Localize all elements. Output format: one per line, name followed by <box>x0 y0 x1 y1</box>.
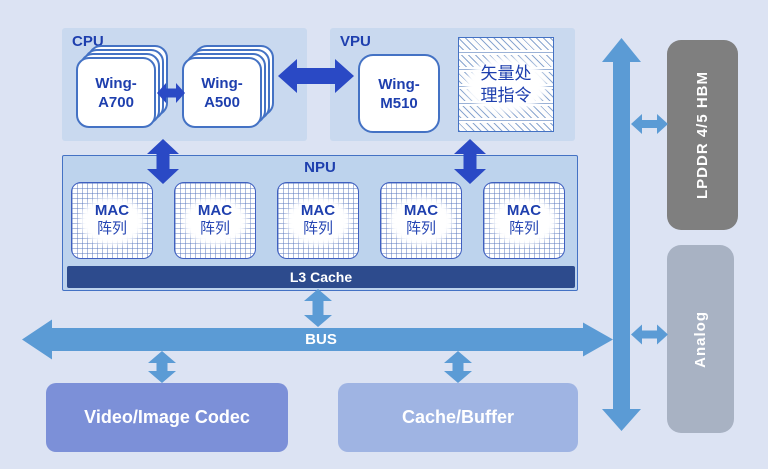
mac-array-box: MAC 阵列 <box>277 182 359 259</box>
mac-array-label: 阵列 <box>405 221 436 237</box>
mac-label: MAC <box>94 202 130 219</box>
mac-array-label: 阵列 <box>508 221 539 237</box>
analog-link-arrow <box>631 324 668 345</box>
lpddr-block: LPDDR 4/5 HBM <box>667 40 738 230</box>
vector-instruction-line1: 矢量处 <box>480 63 532 83</box>
cache-buffer-block: Cache/Buffer <box>338 383 578 452</box>
cache-buffer-label: Cache/Buffer <box>401 407 515 427</box>
lpddr-link-arrow <box>631 114 668 134</box>
mac-array-label: 阵列 <box>96 221 127 237</box>
mac-label: MAC <box>197 202 233 219</box>
bus-video-codec-arrow <box>148 351 176 383</box>
wing-m510-label-line2: M510 <box>380 94 418 112</box>
npu-bus-arrow <box>304 289 332 327</box>
bus-cache-buffer-arrow <box>444 351 472 383</box>
analog-label: Analog <box>692 310 709 368</box>
mac-glow <box>183 196 247 245</box>
vector-instruction-line2: 理指令 <box>480 85 532 105</box>
memory-vertical-arrow <box>602 38 641 431</box>
mac-array-box: MAC 阵列 <box>483 182 565 259</box>
wing-a500-label-line1: Wing- <box>201 74 243 92</box>
l3-cache-bar: L3 Cache <box>67 266 575 288</box>
npu-label: NPU <box>304 159 336 176</box>
mac-array-box: MAC 阵列 <box>380 182 462 259</box>
video-image-codec-label: Video/Image Codec <box>84 407 250 427</box>
analog-block: Analog <box>667 245 734 433</box>
wing-a500-card: Wing- A500 <box>182 57 262 128</box>
mac-glow <box>80 196 144 245</box>
wing-a700-card: Wing- A700 <box>76 57 156 128</box>
mac-label: MAC <box>300 202 336 219</box>
mac-array-box: MAC 阵列 <box>174 182 256 259</box>
wing-a700-label-line2: A700 <box>98 93 134 111</box>
bus-label: BUS <box>305 331 337 348</box>
l3-cache-label: L3 Cache <box>289 269 353 285</box>
mac-label: MAC <box>403 202 439 219</box>
npu-block: NPU MAC 阵列 MAC 阵列 MAC 阵列 MAC 阵列 MAC 阵列 <box>62 155 578 291</box>
wing-a700-label-line1: Wing- <box>95 74 137 92</box>
mac-glow <box>389 196 453 245</box>
mac-array-label: 阵列 <box>302 221 333 237</box>
mac-label: MAC <box>506 202 542 219</box>
vpu-label: VPU <box>340 33 371 50</box>
vector-instruction-box: 矢量处 理指令 <box>458 37 554 132</box>
lpddr-label: LPDDR 4/5 HBM <box>694 70 711 199</box>
mac-array-label: 阵列 <box>199 221 230 237</box>
wing-a500-label-line2: A500 <box>204 93 240 111</box>
mac-glow <box>286 196 350 245</box>
video-image-codec-block: Video/Image Codec <box>46 383 288 452</box>
wing-m510-card: Wing- M510 <box>358 54 440 133</box>
vector-instruction-glow <box>466 57 546 112</box>
wing-m510-label-line1: Wing- <box>378 75 420 93</box>
mac-glow <box>492 196 556 245</box>
mac-array-box: MAC 阵列 <box>71 182 153 259</box>
